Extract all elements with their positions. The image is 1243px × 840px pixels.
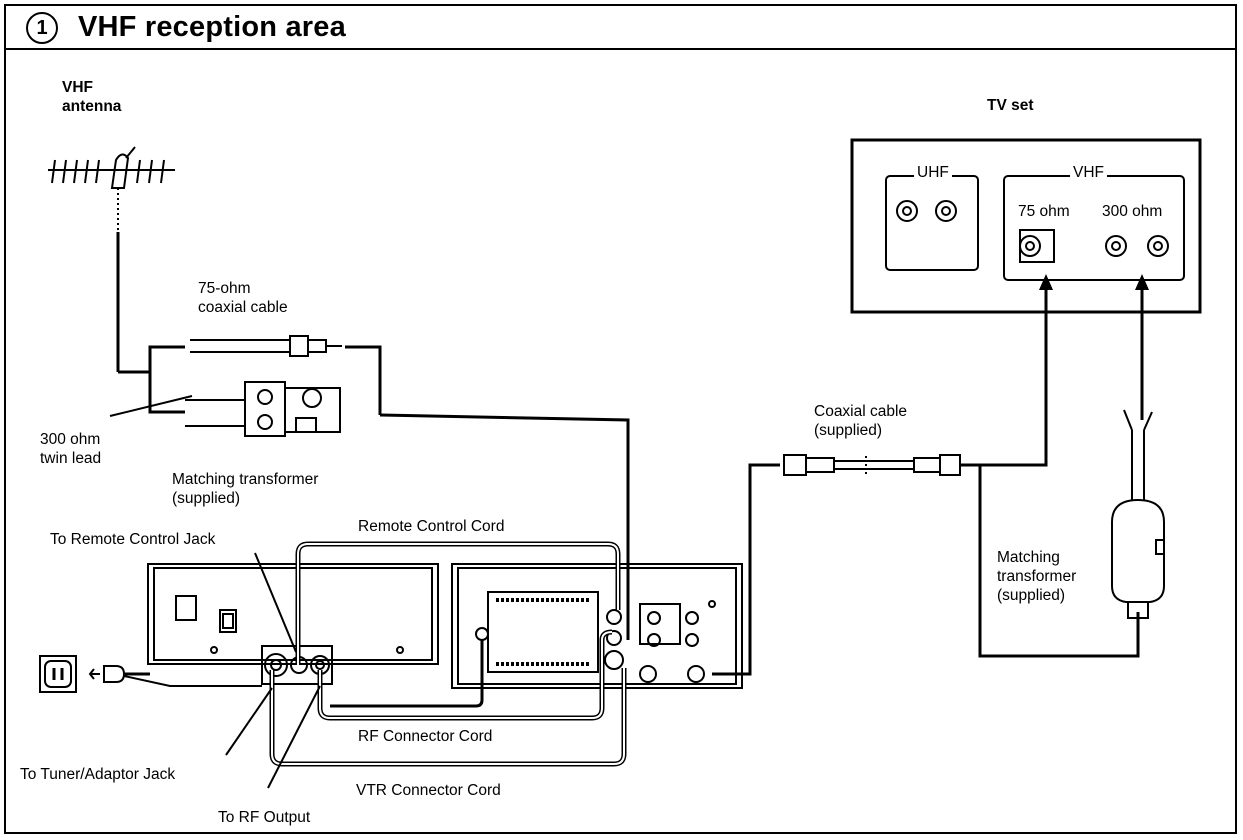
vhf-label: VHF: [1070, 163, 1107, 182]
coaxial-cable-label: Coaxial cable (supplied): [814, 403, 908, 439]
uhf-terminal-icons: [896, 200, 957, 222]
ohm300-panel-label: 300 ohm: [1102, 203, 1163, 220]
tv-panel: [850, 138, 1202, 314]
coax75-label: 75-ohm coaxial cable: [198, 280, 288, 316]
rf-connector-cord-label: RF Connector Cord: [358, 728, 493, 745]
vtr-to-tv-line: [712, 463, 780, 676]
transformer-to-recorder-line: [379, 413, 630, 640]
rf-output-label: To RF Output: [218, 809, 311, 826]
vtr-connector-cord-label: VTR Connector Cord: [356, 782, 501, 799]
twin-lead-wires: [148, 345, 382, 415]
page-title: VHF reception area: [78, 11, 346, 43]
vtr-unit-icon: [451, 563, 743, 689]
remote-control-cord-label: Remote Control Cord: [358, 518, 505, 535]
matching-transformer-1-label: Matching transformer (supplied): [172, 471, 319, 507]
matching-transformer-2-label: Matching transformer (supplied): [997, 549, 1077, 604]
matching-transformer-2-icon: [1111, 409, 1165, 619]
coaxial-cable-supplied-icon: [783, 454, 961, 476]
twin-lead-label: 300 ohm twin lead: [40, 431, 102, 467]
coaxial-cable-75-icon: [190, 335, 342, 357]
vhf-antenna-icon: [48, 146, 175, 374]
vhf-antenna-label: VHF antenna: [62, 79, 122, 115]
vhf-300-ohm-terminal-icons: [1105, 235, 1169, 257]
diagram-frame: 1 VHF reception area: [4, 4, 1237, 834]
tuner-adaptor-jack-label: To Tuner/Adaptor Jack: [20, 766, 176, 783]
tv-set-label: TV set: [987, 97, 1034, 114]
matching-transformer-1-icon: [185, 381, 341, 437]
power-outlet-icon: [39, 655, 77, 693]
title-bar: 1 VHF reception area: [6, 6, 1235, 50]
tuner-unit-icon: [147, 563, 439, 685]
uhf-label: UHF: [914, 163, 952, 182]
title-number-badge: 1: [26, 12, 58, 44]
remote-control-jack-label: To Remote Control Jack: [50, 531, 216, 548]
ohm75-panel-label: 75 ohm: [1018, 203, 1070, 220]
vhf-75-ohm-jack-icon: [1019, 229, 1055, 263]
power-plug-icon: [88, 665, 262, 687]
